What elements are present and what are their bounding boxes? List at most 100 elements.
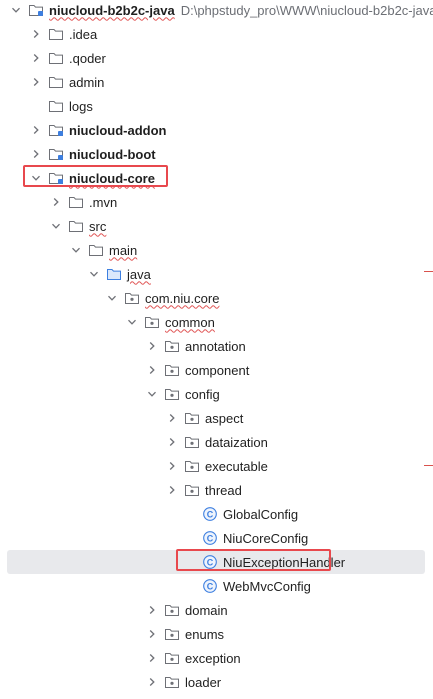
tree-item-label: main [109, 242, 138, 258]
class-icon: C [202, 506, 218, 522]
tree-row-niucoreconfig[interactable]: C NiuCoreConfig [0, 526, 433, 550]
tree-row-mvn[interactable]: .mvn [0, 190, 433, 214]
tree-row-thread[interactable]: thread [0, 478, 433, 502]
chevron-right-icon[interactable] [30, 76, 42, 88]
tree-row-logs[interactable]: logs [0, 94, 433, 118]
chevron-right-icon[interactable] [50, 196, 62, 208]
tree-item-label: com.niu.core [145, 290, 220, 306]
module-folder-icon [48, 170, 64, 186]
tree-item-label: WebMvcConfig [223, 578, 311, 594]
chevron-down-icon[interactable] [126, 316, 138, 328]
tree-row-annotation[interactable]: annotation [0, 334, 433, 358]
class-icon: C [202, 554, 218, 570]
tree-row-enums[interactable]: enums [0, 622, 433, 646]
tree-item-label: src [89, 218, 107, 234]
tree-row-root[interactable]: niucloud-b2b2c-java D:\phpstudy_pro\WWW\… [0, 0, 433, 22]
tree-row-config[interactable]: config [0, 382, 433, 406]
package-icon [164, 626, 180, 642]
tree-item-label: .qoder [69, 50, 106, 66]
package-icon [184, 482, 200, 498]
tree-row-dataization[interactable]: dataization [0, 430, 433, 454]
tree-row-niucloud-addon[interactable]: niucloud-addon [0, 118, 433, 142]
tree-row-niucloud-boot[interactable]: niucloud-boot [0, 142, 433, 166]
tree-row-aspect[interactable]: aspect [0, 406, 433, 430]
tree-item-label: thread [205, 482, 242, 498]
source-folder-icon [106, 266, 122, 282]
package-icon [184, 458, 200, 474]
package-icon [184, 434, 200, 450]
chevron-right-icon[interactable] [30, 124, 42, 136]
tree-row-component[interactable]: component [0, 358, 433, 382]
tree-item-label: .mvn [89, 194, 118, 210]
tree-row-java[interactable]: java [0, 262, 433, 286]
class-icon: C [202, 578, 218, 594]
tree-item-label: .idea [69, 26, 98, 42]
svg-text:C: C [207, 509, 214, 519]
tree-row-src[interactable]: src [0, 214, 433, 238]
chevron-right-icon[interactable] [146, 340, 158, 352]
tree-row-loader[interactable]: loader [0, 670, 433, 694]
tree-item-label: GlobalConfig [223, 506, 299, 522]
tree-row-domain[interactable]: domain [0, 598, 433, 622]
tree-row-executable[interactable]: executable [0, 454, 433, 478]
chevron-right-icon[interactable] [146, 604, 158, 616]
tree-item-label: java [127, 266, 151, 282]
tree-row-admin[interactable]: admin [0, 70, 433, 94]
chevron-right-icon[interactable] [146, 628, 158, 640]
package-icon [144, 314, 160, 330]
folder-icon [48, 74, 64, 90]
tree-row-qoder[interactable]: .qoder [0, 46, 433, 70]
tree-item-label: NiuCoreConfig [223, 530, 309, 546]
tree-item-label: dataization [205, 434, 268, 450]
tree-row-webmvcconfig[interactable]: C WebMvcConfig [0, 574, 433, 598]
module-folder-icon [28, 2, 44, 18]
chevron-down-icon[interactable] [10, 4, 22, 16]
chevron-right-icon[interactable] [166, 484, 178, 496]
tree-row-exception[interactable]: exception [0, 646, 433, 670]
scroll-marker [424, 271, 433, 272]
tree-item-label: component [185, 362, 250, 378]
tree-item-label: niucloud-core [69, 170, 155, 186]
module-folder-icon [48, 122, 64, 138]
tree-item-label: enums [185, 626, 225, 642]
tree-row-globalconfig[interactable]: C GlobalConfig [0, 502, 433, 526]
package-icon [164, 650, 180, 666]
tree-item-label: config [185, 386, 220, 402]
package-icon [184, 410, 200, 426]
chevron-right-icon[interactable] [30, 28, 42, 40]
chevron-down-icon[interactable] [30, 172, 42, 184]
class-icon: C [202, 530, 218, 546]
chevron-right-icon[interactable] [146, 364, 158, 376]
chevron-down-icon[interactable] [146, 388, 158, 400]
folder-icon [48, 50, 64, 66]
tree-item-label: niucloud-addon [69, 122, 167, 138]
package-icon [164, 386, 180, 402]
tree-item-label: annotation [185, 338, 246, 354]
chevron-right-icon[interactable] [146, 652, 158, 664]
folder-icon [48, 98, 64, 114]
tree-row-common[interactable]: common [0, 310, 433, 334]
tree-item-label: exception [185, 650, 241, 666]
chevron-right-icon[interactable] [166, 412, 178, 424]
tree-item-label: niucloud-boot [69, 146, 156, 162]
tree-row-idea[interactable]: .idea [0, 22, 433, 46]
module-folder-icon [48, 146, 64, 162]
chevron-right-icon[interactable] [166, 436, 178, 448]
chevron-right-icon[interactable] [146, 676, 158, 688]
tree-row-main[interactable]: main [0, 238, 433, 262]
svg-text:C: C [207, 581, 214, 591]
tree-row-com-niu-core[interactable]: com.niu.core [0, 286, 433, 310]
root-project-path: D:\phpstudy_pro\WWW\niucloud-b2b2c-java [180, 2, 433, 18]
chevron-down-icon[interactable] [50, 220, 62, 232]
folder-icon [88, 242, 104, 258]
folder-icon [68, 218, 84, 234]
scroll-marker [424, 465, 433, 466]
chevron-down-icon[interactable] [106, 292, 118, 304]
tree-row-niucloud-core[interactable]: niucloud-core [0, 166, 433, 190]
chevron-down-icon[interactable] [88, 268, 100, 280]
chevron-right-icon[interactable] [166, 460, 178, 472]
chevron-right-icon[interactable] [30, 148, 42, 160]
chevron-down-icon[interactable] [70, 244, 82, 256]
chevron-right-icon[interactable] [30, 52, 42, 64]
